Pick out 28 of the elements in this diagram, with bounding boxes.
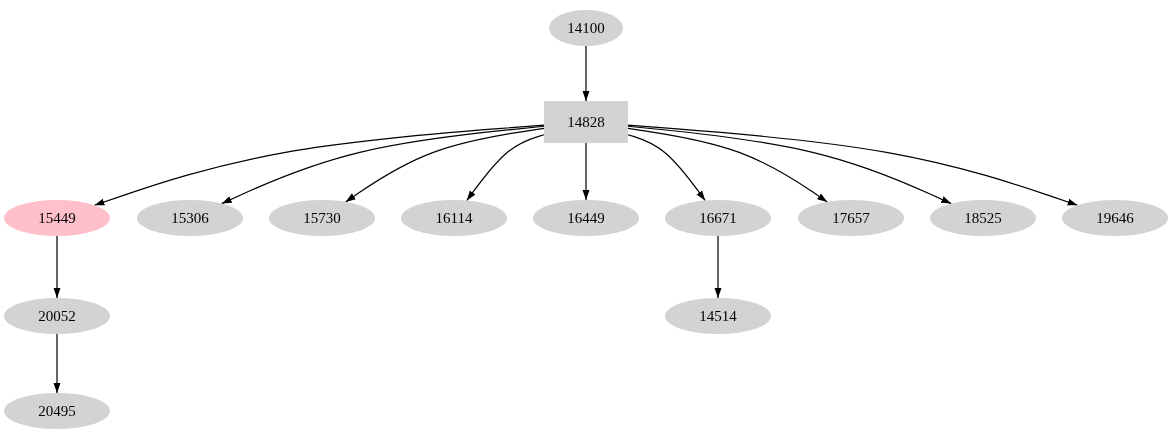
arrow [345,127,545,203]
node-label: 15306 [171,209,209,227]
arrow [53,333,61,394]
node-label: 14514 [699,307,737,325]
node-label: 14100 [567,19,605,37]
node-label: 20052 [38,307,76,325]
arrow [582,45,590,102]
node-label: 20495 [38,402,76,420]
arrow [221,125,545,205]
arrow [582,142,590,201]
node-label: 16114 [435,209,473,227]
node-label: 19646 [1096,209,1134,227]
node-label: 18525 [964,209,1002,227]
arrow [93,124,545,206]
arrow [627,127,828,203]
node-label: 15449 [38,209,76,227]
arrow [627,124,1079,206]
node-label: 16671 [699,209,737,227]
process-box [544,101,628,143]
node-label: 17657 [832,209,870,227]
arrow [53,235,61,299]
node-label: 15730 [303,209,341,227]
arrow [714,235,722,299]
node-label: 16449 [567,209,605,227]
arrow [466,134,545,202]
arrow [627,125,952,205]
arrow [627,134,706,202]
node-label: 14828 [567,113,605,131]
